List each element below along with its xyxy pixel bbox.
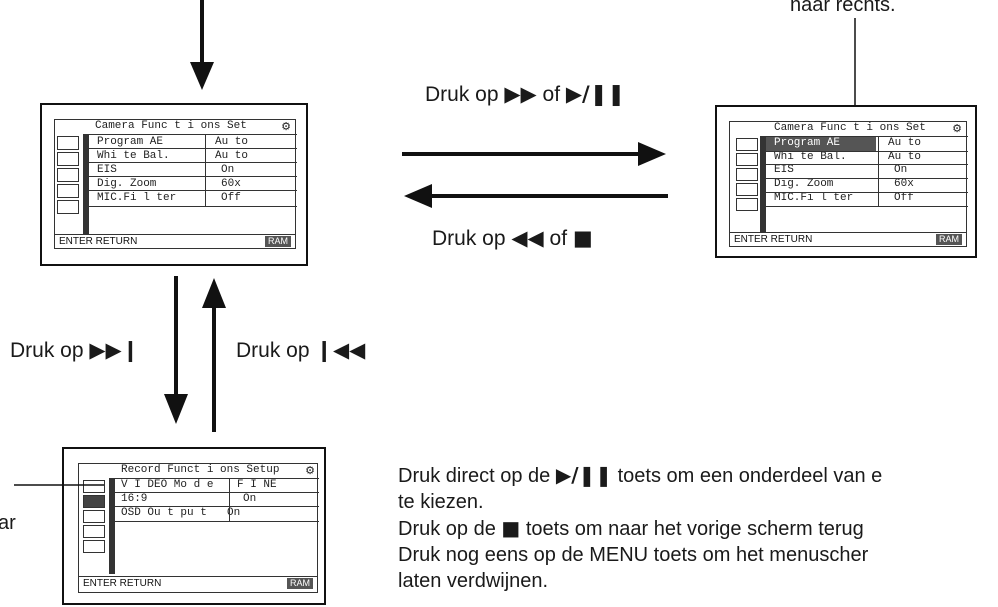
screen-bottom-row-1-label: 16:9 xyxy=(121,493,148,505)
stop-icon: ■ xyxy=(572,226,593,250)
settings-icon: ⚙ xyxy=(281,121,291,133)
arrow-up xyxy=(202,278,226,432)
screen-main-row-1-label: Whi te Bal. xyxy=(97,150,170,162)
arrow-right xyxy=(402,142,666,166)
instruction-line-3: Druk op de ■ toets om naar het vorige sc… xyxy=(398,515,998,542)
screen-bottom-footer: ENTER RETURN RAM xyxy=(79,576,317,590)
play-pause-icon: ▶/❚❚ xyxy=(555,463,613,487)
instruction-line-3-prefix: Druk op de xyxy=(398,518,502,540)
instruction-line-4: Druk nog eens op de MENU toets om het me… xyxy=(398,544,869,566)
top-right-note: naar rechts. xyxy=(790,0,896,16)
screen-right-row-1-value: Au to xyxy=(888,151,922,163)
display-icon xyxy=(83,510,105,523)
caption-forward-prefix: Druk op xyxy=(425,83,505,106)
play-pause-icon: ▶/❚❚ xyxy=(565,82,625,106)
arrow-left xyxy=(404,184,668,208)
skip-back-icon: ❙◀◀ xyxy=(315,338,366,362)
screen-bottom-row-2-value: On xyxy=(227,507,241,519)
screen-main-row-3-label: Dig. Zoom xyxy=(97,178,157,190)
pointer-line-left xyxy=(14,484,104,486)
caption-back-middle: of xyxy=(543,227,573,250)
skip-forward-icon: ▶▶❙ xyxy=(89,338,140,362)
camera-icon xyxy=(736,138,758,151)
caption-forward: Druk op ▶▶ of ▶/❚❚ xyxy=(425,82,625,107)
caption-down: Druk op ▶▶❙ xyxy=(10,338,139,363)
instructions: Druk direct op de ▶/❚❚ toets om een onde… xyxy=(398,462,998,594)
screen-right-title: Camera Func t i ons Set xyxy=(774,122,926,134)
left-partial-text: ar xyxy=(0,512,16,534)
screen-right-row-0-value: Au to xyxy=(888,137,922,149)
instruction-line-3-suffix: toets om naar het vorige scherm terug xyxy=(520,518,864,540)
screen-bottom-footer-left: ENTER RETURN xyxy=(83,578,162,589)
caption-back: Druk op ◀◀ of ■ xyxy=(432,226,593,251)
screen-right-footer-right: RAM xyxy=(936,234,962,245)
instruction-line-1: Druk direct op de ▶/❚❚ toets om een onde… xyxy=(398,462,998,489)
card-icon xyxy=(83,525,105,538)
screen-right-row-2-label: EIS xyxy=(774,164,794,176)
screen-main-row-2-label: EIS xyxy=(97,164,117,176)
card-icon xyxy=(736,183,758,196)
screen-main-row-0-value: Au to xyxy=(215,136,249,148)
camera-icon xyxy=(57,136,79,150)
instruction-line-1-prefix: Druk direct op de xyxy=(398,465,556,487)
camera-icon xyxy=(83,480,105,493)
wrench-icon xyxy=(736,198,758,211)
screen-main-title: Camera Func t i ons Set xyxy=(95,120,247,132)
screen-bottom-row-2-label: OSD Ou t pu t xyxy=(121,507,207,519)
screen-right-menu: Camera Func t i ons Set ⚙ Program AE Au … xyxy=(729,121,968,247)
screen-right-row-3-value: 60x xyxy=(894,178,914,190)
screen-main-row-4-label: MIC.Fi l ter xyxy=(97,192,177,204)
screen-right-row-3-label: Dig. Zoom xyxy=(774,178,834,190)
rewind-icon: ◀◀ xyxy=(511,226,544,250)
screen-main: Camera Func t i ons Set ⚙ Program AE Au … xyxy=(40,103,308,266)
screen-main-menu: Camera Func t i ons Set ⚙ Program AE Au … xyxy=(54,119,297,249)
screen-right-footer-left: ENTER RETURN xyxy=(734,234,813,245)
screen-bottom-row-1-value: On xyxy=(243,493,257,505)
display-icon xyxy=(57,168,79,182)
record-icon xyxy=(736,153,758,166)
instruction-line-5: laten verdwijnen. xyxy=(398,570,549,592)
screen-right: Camera Func t i ons Set ⚙ Program AE Au … xyxy=(715,105,977,258)
screen-right-footer: ENTER RETURN RAM xyxy=(730,232,966,246)
settings-icon: ⚙ xyxy=(952,123,962,135)
screen-main-row-0-label: Program AE xyxy=(97,136,164,148)
card-icon xyxy=(57,184,79,198)
caption-up: Druk op ❙◀◀ xyxy=(236,338,365,363)
screen-bottom: Record Funct i ons Setup ⚙ V I DEO Mo d … xyxy=(62,447,326,605)
screen-right-row-1-label: Whi te Bal. xyxy=(774,151,847,163)
caption-up-prefix: Druk op xyxy=(236,339,316,362)
instruction-line-2: te kiezen. xyxy=(398,491,484,513)
fast-forward-icon: ▶▶ xyxy=(504,82,537,106)
screen-main-row-1-value: Au to xyxy=(215,150,249,162)
screen-right-row-4-value: Off xyxy=(894,192,914,204)
screen-right-row-0-label: Program AE xyxy=(774,137,841,149)
settings-icon: ⚙ xyxy=(305,465,315,477)
stop-icon: ■ xyxy=(501,516,521,540)
screen-right-row-2-value: On xyxy=(894,164,908,176)
wrench-icon xyxy=(83,540,105,553)
screen-bottom-menu: Record Funct i ons Setup ⚙ V I DEO Mo d … xyxy=(78,463,319,593)
record-icon xyxy=(83,495,105,508)
caption-forward-middle: of xyxy=(536,83,566,106)
screen-main-row-3-value: 60x xyxy=(221,178,241,190)
arrow-down xyxy=(164,276,188,424)
display-icon xyxy=(736,168,758,181)
wrench-icon xyxy=(57,200,79,214)
screen-main-footer: ENTER RETURN RAM xyxy=(55,234,295,248)
caption-back-prefix: Druk op xyxy=(432,227,512,250)
screen-bottom-row-0-label: V I DEO Mo d e xyxy=(121,479,214,491)
screen-main-row-4-value: Off xyxy=(221,192,241,204)
instruction-line-1-suffix: toets om een onderdeel van e xyxy=(612,465,883,487)
caption-down-prefix: Druk op xyxy=(10,339,90,362)
screen-main-row-2-value: On xyxy=(221,164,235,176)
screen-right-highlight xyxy=(766,137,876,151)
screen-main-footer-left: ENTER RETURN xyxy=(59,236,138,247)
entry-arrow-down xyxy=(190,0,214,90)
screen-right-row-4-label: MIC.Fi l ter xyxy=(774,192,854,204)
screen-bottom-title: Record Funct i ons Setup xyxy=(121,464,280,476)
screen-bottom-footer-right: RAM xyxy=(287,578,313,589)
screen-main-footer-right: RAM xyxy=(265,236,291,247)
record-icon xyxy=(57,152,79,166)
screen-bottom-row-0-value: F I NE xyxy=(237,479,277,491)
